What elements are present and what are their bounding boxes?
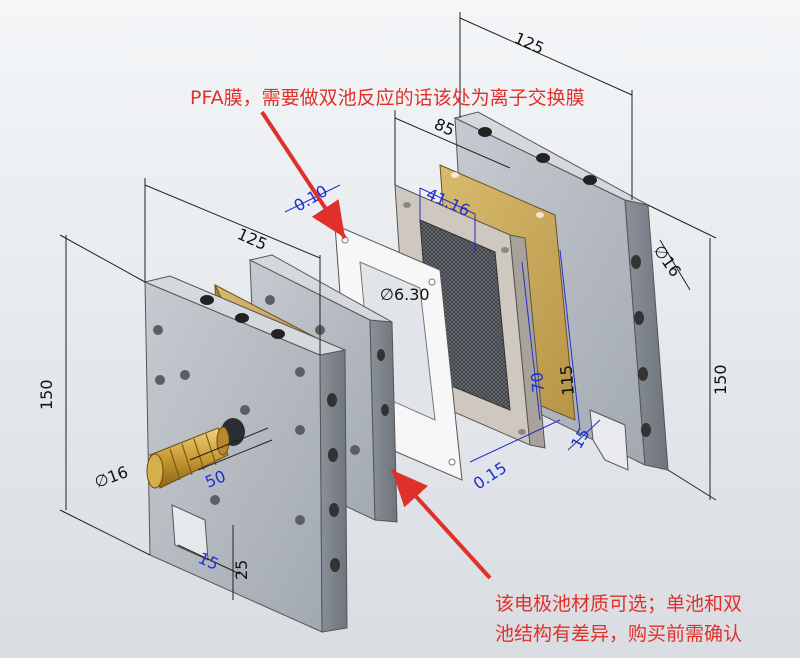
dimension-lines-blue xyxy=(284,184,601,463)
dim-rear-width: 125 xyxy=(511,28,547,58)
pfa-membrane-note: PFA膜，需要做双池反应的话该处为离子交换膜 xyxy=(190,87,585,109)
dim-rear-hole-dia: ∅16 xyxy=(650,241,685,280)
front-end-plate xyxy=(143,275,348,633)
dim-front-height: 150 xyxy=(37,379,56,410)
dim-frame-width: 85 xyxy=(431,114,457,140)
dim-frame-height: 115 xyxy=(556,364,578,396)
dim-gasket-thickness: 0.15 xyxy=(470,458,510,493)
red-annotation-arrows xyxy=(260,110,492,580)
dim-front-hole-dia: ∅16 xyxy=(92,462,131,492)
dim-front-width: 125 xyxy=(234,224,270,254)
material-note-line2: 池结构有差异，购买前需确认 xyxy=(495,623,742,645)
dim-rear-height: 150 xyxy=(711,364,730,395)
brass-electrode-stud xyxy=(146,426,230,489)
dim-slot-depth: 25 xyxy=(232,560,251,580)
dim-window-height: 70 xyxy=(527,371,548,393)
dim-hole-dia: ∅6.30 xyxy=(380,285,430,304)
material-note-line1: 该电极池材质可选；单池和双 xyxy=(495,593,742,615)
dimension-lines-black xyxy=(59,12,717,600)
